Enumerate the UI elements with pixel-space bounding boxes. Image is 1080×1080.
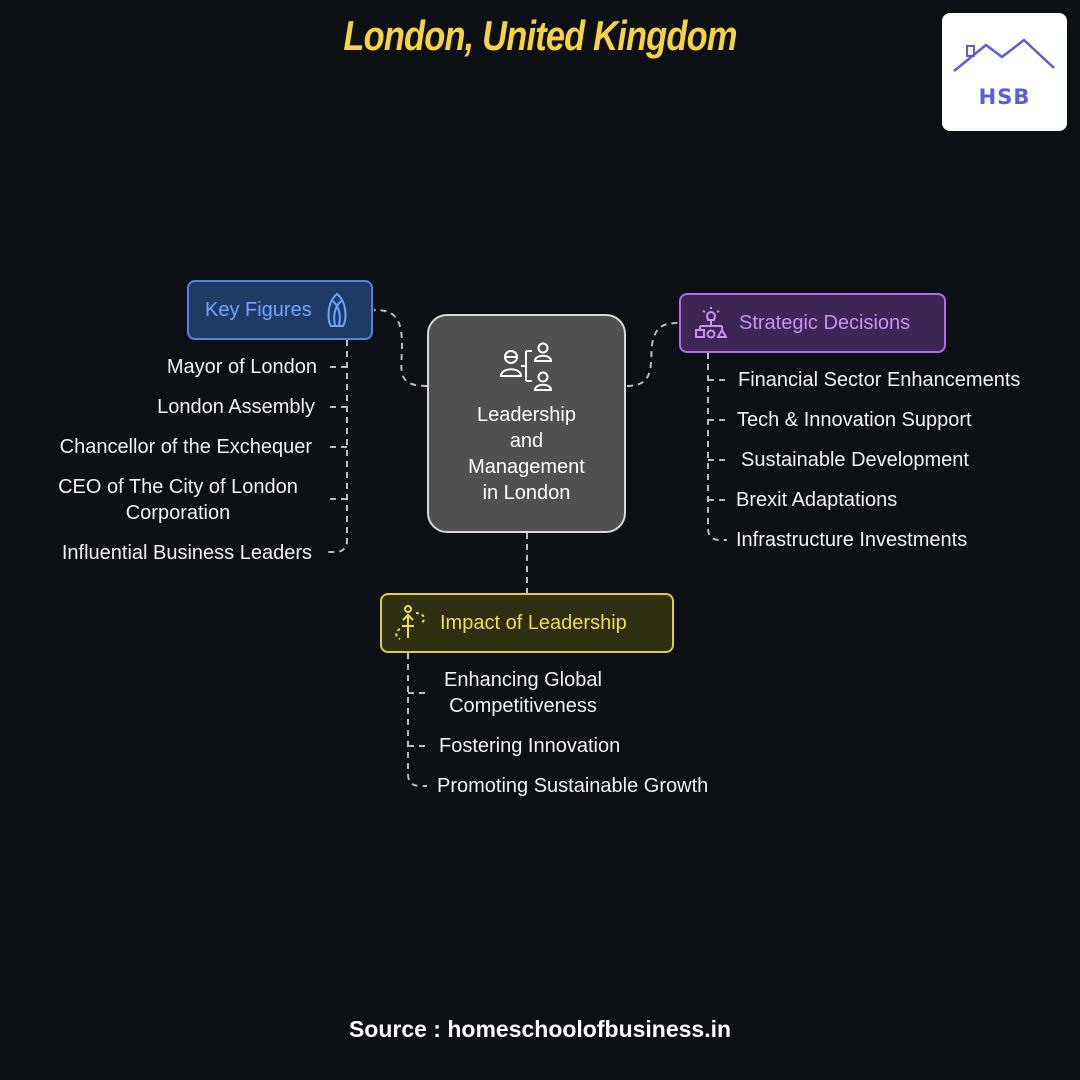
strategic-decisions-item: Brexit Adaptations (736, 489, 898, 511)
central-topic-line: Management (468, 456, 585, 478)
impact-item: Enhancing Global Competitiveness (425, 667, 621, 719)
key-figures-item-line: Corporation (125, 502, 231, 524)
strategic-decisions-label: Strategic Decisions (739, 311, 911, 334)
key-figures-item: Chancellor of the Exchequer (59, 436, 312, 458)
key-figures-item: Mayor of London (166, 356, 317, 378)
strategy-hierarchy-icon (695, 307, 727, 339)
strategic-decisions-node[interactable]: Strategic Decisions (679, 293, 946, 353)
key-figures-node[interactable]: Key Figures (187, 280, 373, 340)
impact-of-leadership-label: Impact of Leadership (440, 611, 627, 634)
hsb-logo: HSB (942, 13, 1067, 131)
strategic-decisions-item: Tech & Innovation Support (737, 409, 972, 431)
central-topic-node[interactable]: Leadership and Management in London (427, 314, 626, 533)
impact-item-line: Competitiveness (449, 695, 597, 717)
central-topic-line: in London (482, 482, 571, 504)
key-figures-item: London Assembly (157, 396, 315, 418)
team-leader-icon (499, 342, 553, 391)
central-topic-line: and (509, 430, 544, 452)
strategic-decisions-item: Infrastructure Investments (736, 529, 968, 551)
strategic-decisions-item: Financial Sector Enhancements (738, 369, 1021, 391)
gherkin-building-icon (327, 292, 347, 327)
key-figures-item: Influential Business Leaders (61, 542, 312, 564)
key-figures-item-line: CEO of The City of London (58, 476, 298, 498)
strategic-decisions-item: Sustainable Development (741, 449, 969, 471)
page-title: London, United Kingdom (343, 12, 737, 59)
impact-item: Promoting Sustainable Growth (437, 775, 709, 797)
key-figures-item: CEO of The City of London Corporation (38, 474, 318, 526)
central-topic-label: Leadership and Management in London (429, 402, 624, 506)
impact-item: Fostering Innovation (439, 735, 621, 757)
logo-text: HSB (978, 85, 1031, 109)
person-arrow-icon (395, 605, 425, 640)
source-credit: Source : homeschoolofbusiness.in (348, 1016, 732, 1042)
house-roof-icon (953, 38, 1055, 72)
impact-item-line: Enhancing Global (444, 669, 602, 691)
key-figures-label: Key Figures (205, 298, 312, 321)
central-topic-line: Leadership (477, 404, 576, 426)
impact-of-leadership-node[interactable]: Impact of Leadership (380, 593, 674, 653)
